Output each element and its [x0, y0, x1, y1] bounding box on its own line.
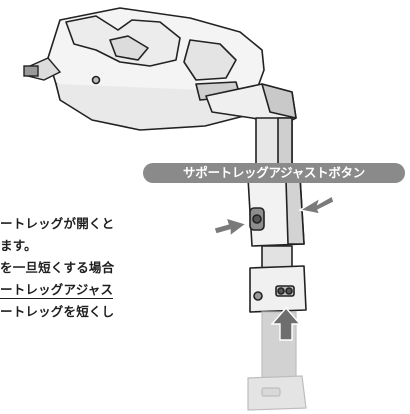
instruction-line: ートレッグが開くと: [0, 216, 115, 231]
instruction-text: ートレッグが開くと ます。 を一旦短くする場合 ートレッグアジャス ートレッグを…: [0, 213, 165, 323]
isofix-connector: [23, 57, 62, 81]
press-arrow-left: [213, 216, 248, 238]
instruction-line-underlined: ートレッグアジャス: [0, 282, 114, 299]
support-leg-extension: [247, 311, 307, 411]
adjust-button-label: サポートレッグアジャストボタン: [143, 163, 405, 183]
instruction-line: ます。: [0, 238, 37, 253]
instruction-line: ートレッグを短くし: [0, 304, 115, 319]
instruction-line: を一旦短くする場合: [0, 260, 115, 275]
press-arrow-right: [298, 194, 335, 215]
push-up-arrow: [270, 306, 302, 341]
